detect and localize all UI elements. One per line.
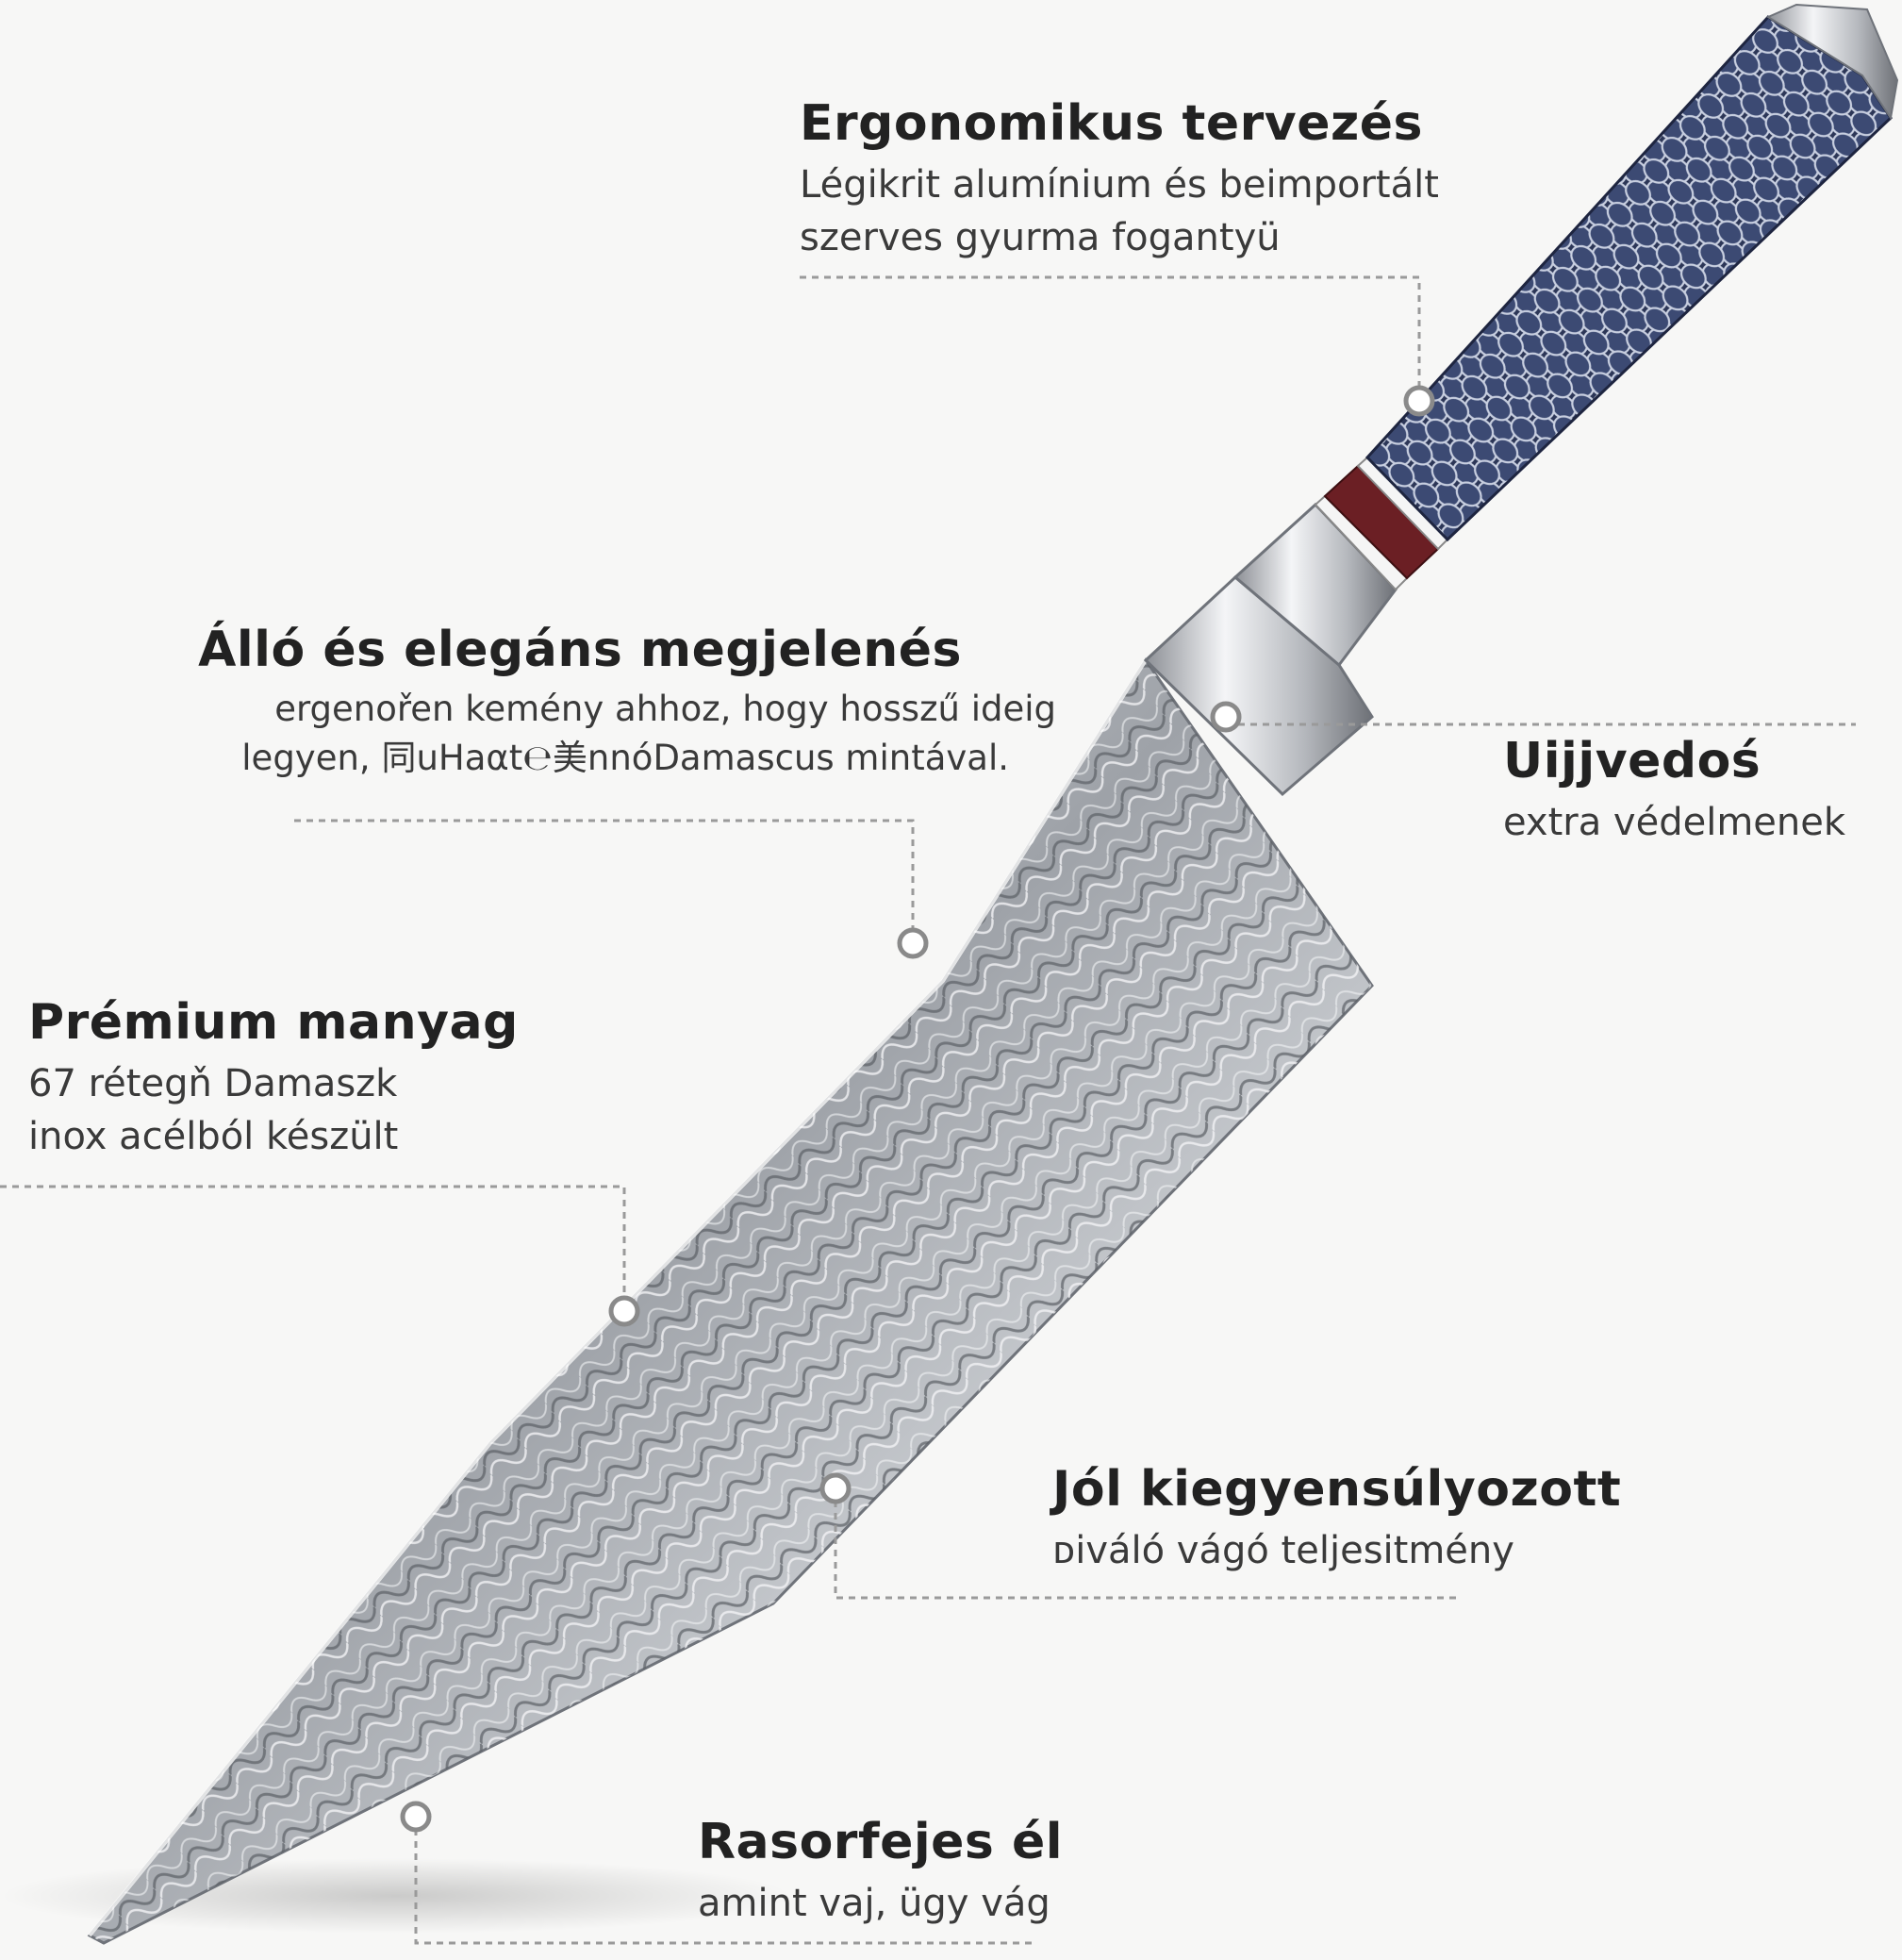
feature-title: Ergonomikus tervezés — [800, 95, 1423, 152]
feature-balanced: Jól kiegyensúlyozott ᴅiváló vágó teljesi… — [1052, 1461, 1622, 1577]
leader-line-premium — [0, 1185, 626, 1311]
marker-premium — [608, 1295, 640, 1327]
feature-razor: Rasorfejes él amint vaj, ügy vág — [698, 1814, 1064, 1930]
handle — [1232, 3, 1899, 668]
feature-description-line: szerves gyurma fogantyü — [800, 215, 1281, 259]
feature-elegant: Álló és elegáns megjelenés ergenořen kem… — [198, 622, 1056, 783]
markers — [400, 385, 1435, 1833]
feature-description-line: ᴅiváló vágó teljesitmény — [1052, 1528, 1514, 1572]
feature-description-line: Légikrit alumínium és beimportált — [800, 162, 1439, 207]
marker-elegant — [897, 927, 929, 959]
feature-description-line: ergenořen kemény ahhoz, hogy hosszű idei… — [274, 688, 1056, 729]
feature-ergonomic: Ergonomikus tervezés Légikrit alumínium … — [800, 95, 1439, 264]
feature-description: amint vaj, ügy vág — [698, 1877, 1063, 1930]
feature-premium: Prémium manyag 67 rétegň Damaszk inox ac… — [28, 994, 519, 1163]
leader-line-ergonomic — [800, 275, 1421, 401]
marker-balanced — [819, 1472, 852, 1504]
leader-lines — [0, 275, 1856, 1945]
feature-description: extra védelmenek — [1503, 796, 1845, 849]
feature-title: Álló és elegáns megjelenés — [198, 622, 962, 678]
feature-title: Jól kiegyensúlyozott — [1052, 1461, 1622, 1518]
feature-guard: Uijjvedoś extra védelmenek — [1503, 733, 1845, 849]
feature-description: Légikrit alumínium és beimportált szerve… — [800, 158, 1439, 264]
feature-description-line: extra védelmenek — [1503, 800, 1846, 844]
feature-description-line: 67 rétegň Damaszk — [28, 1061, 398, 1105]
feature-description: 67 rétegň Damaszk inox acélból készült — [28, 1057, 519, 1163]
blade — [87, 657, 1374, 1945]
marker-razor — [400, 1801, 432, 1833]
marker-ergonomic — [1403, 385, 1435, 417]
feature-description-line: inox acélból készült — [28, 1114, 399, 1158]
leader-line-elegant — [294, 819, 915, 943]
feature-description-line: amint vaj, ügy vág — [698, 1881, 1050, 1925]
feature-title: Rasorfejes él — [698, 1814, 1064, 1870]
bolster — [1143, 574, 1374, 797]
leader-line-razor — [414, 1817, 1033, 1945]
marker-guard — [1210, 701, 1242, 733]
feature-description: ᴅiváló vágó teljesitmény — [1052, 1524, 1621, 1577]
feature-title: Prémium manyag — [28, 994, 519, 1051]
feature-title: Uijjvedoś — [1503, 733, 1761, 789]
feature-description-line: legyen, 同uHaαt℮美nnόDamascus mintával. — [241, 737, 1009, 778]
feature-description: ergenořen kemény ahhoz, hogy hosszű idei… — [198, 685, 1056, 783]
